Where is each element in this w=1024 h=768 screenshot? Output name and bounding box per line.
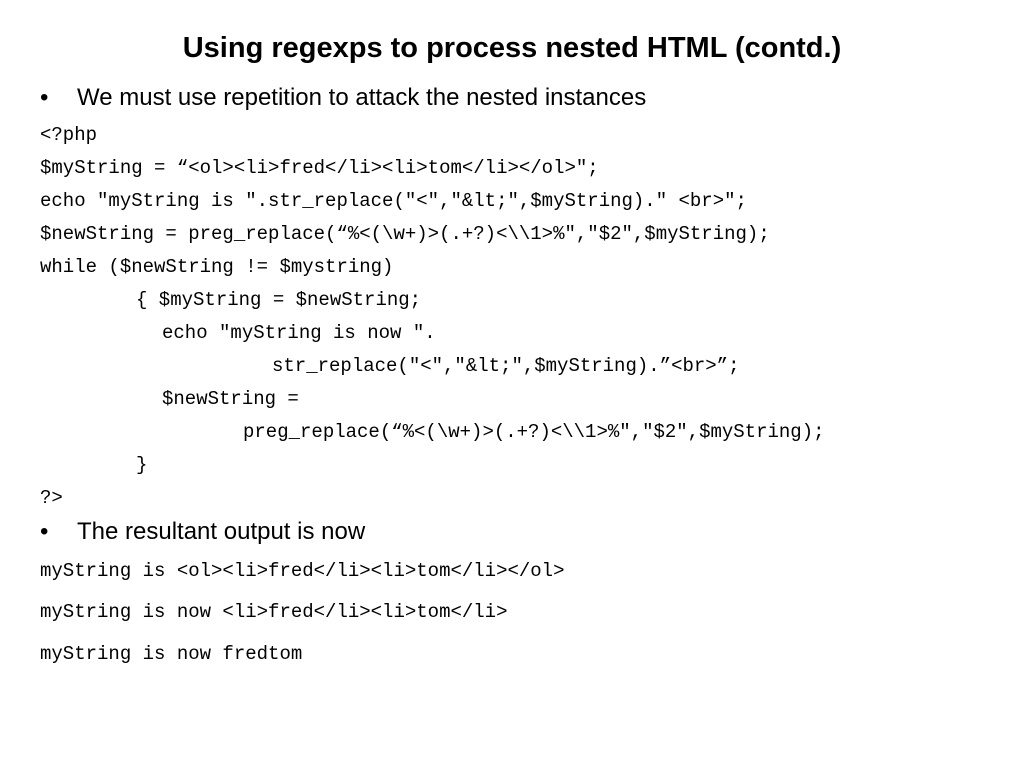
code-line: echo "myString is now ". <box>162 322 436 344</box>
output-line: myString is <ol><li>fred</li><li>tom</li… <box>40 560 565 582</box>
code-line: str_replace("<","&lt;",$myString).”<br>”… <box>272 355 740 377</box>
slide-title: Using regexps to process nested HTML (co… <box>182 32 842 64</box>
code-line: { $myString = $newString; <box>136 289 422 311</box>
code-line: while ($newString != $mystring) <box>40 256 394 278</box>
bullet-text: We must use repetition to attack the nes… <box>77 84 647 111</box>
code-line: preg_replace(“%<(\w+)>(.+?)<\\1>%","$2",… <box>243 421 825 443</box>
output-line: myString is now fredtom <box>40 643 303 665</box>
bullet-item-repetition: • We must use repetition to attack the ne… <box>40 82 646 114</box>
code-line: $newString = preg_replace(“%<(\w+)>(.+?)… <box>40 223 770 245</box>
bullet-marker: • <box>40 84 49 111</box>
code-line: } <box>136 454 148 476</box>
bullet-text: The resultant output is now <box>77 518 366 545</box>
output-line: myString is now <li>fred</li><li>tom</li… <box>40 601 508 623</box>
code-line: $newString = <box>162 388 299 410</box>
code-line: echo "myString is ".str_replace("<","&lt… <box>40 190 747 212</box>
code-line: $myString = “<ol><li>fred</li><li>tom</l… <box>40 157 599 179</box>
bullet-marker: • <box>40 518 49 545</box>
code-line: ?> <box>40 487 63 509</box>
code-line: <?php <box>40 124 98 146</box>
bullet-item-output: • The resultant output is now <box>40 516 365 548</box>
